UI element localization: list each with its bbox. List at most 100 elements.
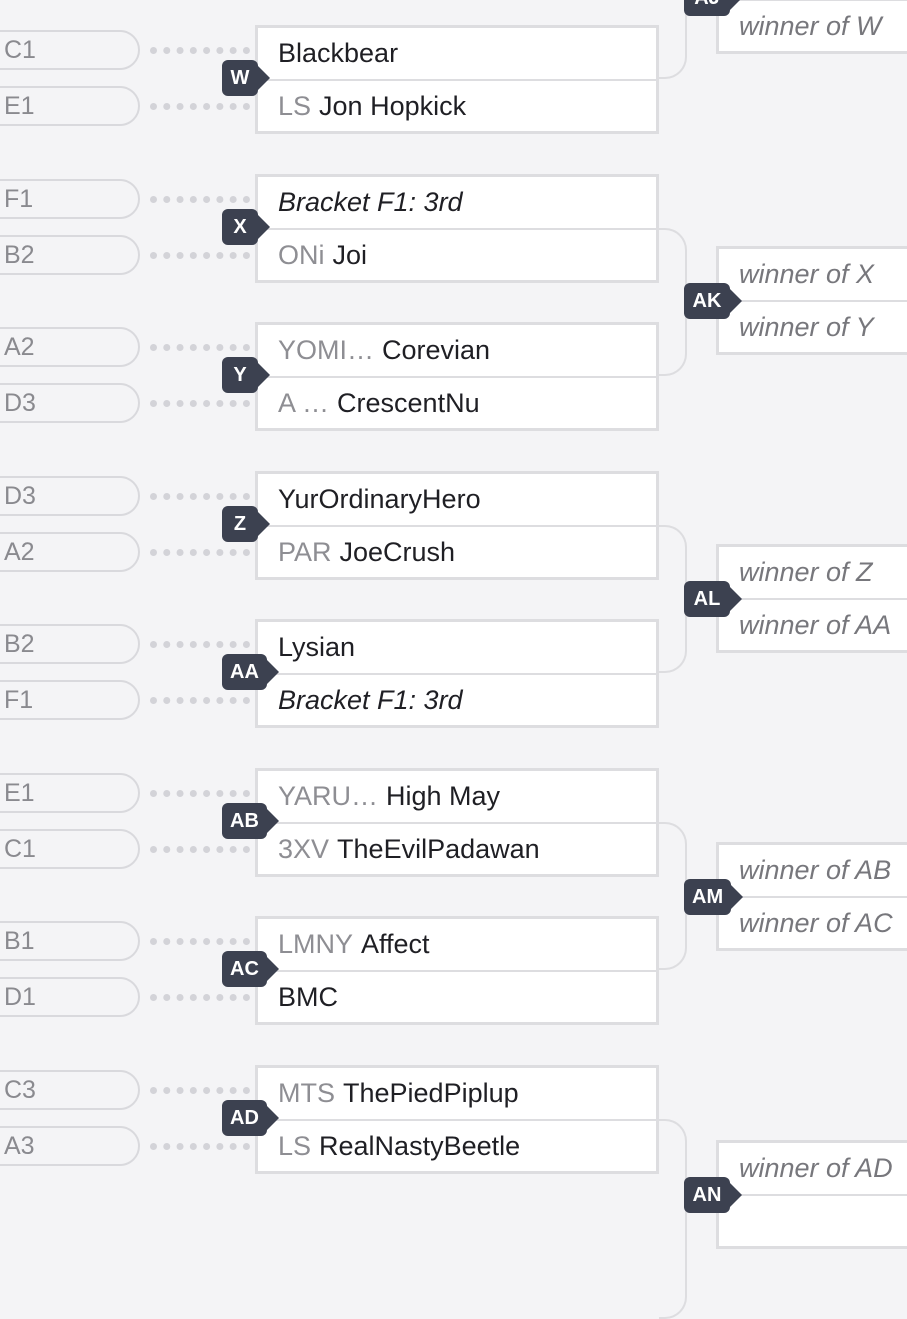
slot-divider	[719, 896, 907, 898]
slot-divider	[258, 1119, 656, 1121]
seed-pill: A2	[0, 327, 140, 367]
seed-pill: C1	[0, 30, 140, 70]
seed-pill: D1	[0, 977, 140, 1017]
match-badge: AB	[222, 803, 279, 839]
seed-connector	[150, 938, 250, 945]
match-badge: AL	[684, 581, 742, 617]
participant-slot[interactable]: winner of W	[739, 11, 882, 41]
participant-name: BMC	[278, 982, 338, 1012]
seed-connector	[150, 790, 250, 797]
team-tag: YARU…	[278, 781, 379, 811]
participant-slot[interactable]: Blackbear	[258, 28, 656, 79]
seed-pill: B1	[0, 921, 140, 961]
participant-name: Affect	[361, 929, 430, 959]
slot-divider	[258, 822, 656, 824]
participant-slot[interactable]: YurOrdinaryHero	[258, 474, 656, 525]
slot-divider	[719, 300, 907, 302]
seed-connector	[150, 1143, 250, 1150]
participant-slot[interactable]: winner of AD	[739, 1153, 893, 1183]
participant-slot[interactable]: A …CrescentNu	[258, 378, 656, 429]
participant-slot[interactable]: YARU…High May	[258, 771, 656, 822]
participant-slot[interactable]: Lysian	[258, 622, 656, 673]
match-badge: W	[222, 60, 270, 96]
match-badge: AN	[684, 1177, 742, 1213]
participant-slot[interactable]: winner of X	[739, 259, 875, 289]
seed-pill: E1	[0, 86, 140, 126]
seed-pill: B2	[0, 624, 140, 664]
team-tag: A …	[278, 388, 330, 418]
slot-divider	[719, 598, 907, 600]
participant-slot[interactable]: Bracket F1: 3rd	[258, 675, 656, 726]
seed-pill: D3	[0, 383, 140, 423]
round2-match-box[interactable]: winner of X winner of Y	[716, 246, 907, 355]
participant-name: Joi	[332, 240, 368, 270]
participant-slot[interactable]	[719, 1196, 907, 1247]
round2-match-box[interactable]: winner of W	[716, 0, 907, 54]
match-badge: Z	[222, 506, 270, 542]
team-tag: LMNY	[278, 929, 354, 959]
seed-pill: E1	[0, 773, 140, 813]
participant-slot[interactable]: YOMI…Corevian	[258, 325, 656, 376]
seed-pill: D3	[0, 476, 140, 516]
participant-name: Bracket F1: 3rd	[278, 187, 463, 217]
team-tag: LS	[278, 1131, 312, 1161]
participant-slot[interactable]: winner of Y	[739, 312, 874, 342]
participant-slot[interactable]: winner of AB	[739, 855, 892, 885]
seed-pill: A2	[0, 532, 140, 572]
seed-pill: B2	[0, 235, 140, 275]
match-badge: AJ	[684, 0, 742, 16]
participant-name: Jon Hopkick	[319, 91, 467, 121]
participant-name: ThePiedPiplup	[343, 1078, 519, 1108]
seed-connector	[150, 252, 250, 259]
round2-match-box[interactable]: winner of AB winner of AC	[716, 842, 907, 951]
participant-slot[interactable]: winner of Z	[739, 557, 873, 587]
team-tag: ONi	[278, 240, 325, 270]
team-tag: 3XV	[278, 834, 330, 864]
seed-pill: F1	[0, 179, 140, 219]
slot-divider	[719, 0, 907, 1]
participant-slot[interactable]: Bracket F1: 3rd	[258, 177, 656, 228]
team-tag: YOMI…	[278, 335, 375, 365]
bracket-connector	[659, 228, 687, 376]
match-badge: Y	[222, 357, 270, 393]
match-badge: AA	[222, 654, 279, 690]
participant-slot[interactable]: winner of AA	[739, 610, 892, 640]
bracket-connector	[659, 822, 687, 970]
match-badge: X	[222, 209, 270, 245]
round2-match-box[interactable]: winner of AD	[716, 1140, 907, 1249]
participant-slot[interactable]: BMC	[258, 972, 656, 1023]
seed-connector	[150, 103, 250, 110]
participant-slot[interactable]: MTS ThePiedPiplup	[258, 1068, 656, 1119]
participant-name: CrescentNu	[337, 388, 480, 418]
participant-slot[interactable]: winner of AC	[739, 908, 893, 938]
seed-connector	[150, 493, 250, 500]
participant-name: TheEvilPadawan	[337, 834, 540, 864]
bracket-connector	[659, 525, 687, 673]
slot-divider	[258, 228, 656, 230]
seed-connector	[150, 641, 250, 648]
slot-divider	[258, 970, 656, 972]
seed-connector	[150, 344, 250, 351]
slot-divider	[258, 376, 656, 378]
participant-name: JoeCrush	[339, 537, 456, 567]
round2-match-box[interactable]: winner of Z winner of AA	[716, 544, 907, 653]
team-tag: MTS	[278, 1078, 335, 1108]
seed-connector	[150, 47, 250, 54]
participant-name: Lysian	[278, 632, 356, 662]
match-badge: AM	[684, 879, 744, 915]
